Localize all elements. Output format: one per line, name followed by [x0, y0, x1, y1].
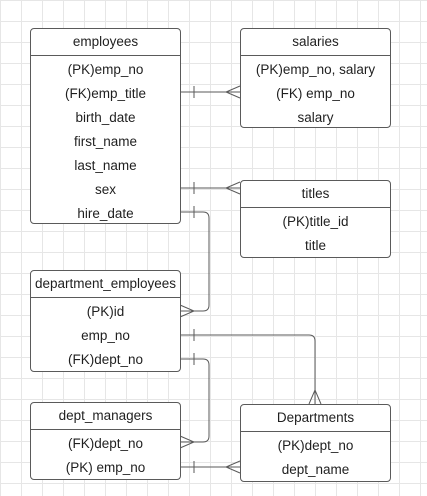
- field-emp-no: (FK) emp_no: [276, 86, 355, 101]
- field-dept-no: (PK)dept_no: [277, 438, 354, 453]
- entity-departments[interactable]: Departments (PK)dept_no dept_name: [240, 404, 391, 482]
- field-dept-no: (FK)dept_no: [67, 352, 144, 367]
- field-dept-no: (FK)dept_no: [67, 436, 144, 451]
- field-title: title: [304, 238, 326, 253]
- field-title-id: (PK)title_id: [282, 214, 349, 229]
- field-birth-date: birth_date: [75, 110, 136, 125]
- field-last-name: last_name: [74, 158, 137, 173]
- field-emp-title: (FK)emp_title: [64, 86, 147, 101]
- field-dept-name: dept_name: [281, 462, 350, 477]
- entity-title: department_employees: [31, 271, 180, 298]
- entity-title: titles: [241, 181, 390, 208]
- entity-title: employees: [31, 29, 180, 56]
- entity-titles[interactable]: titles (PK)title_id title: [240, 180, 391, 258]
- connector-dept-managers-departments[interactable]: [180, 460, 241, 474]
- connector-employees-titles[interactable]: [180, 181, 241, 195]
- entity-dept-managers[interactable]: dept_managers (FK)dept_no (PK) emp_no: [30, 402, 181, 480]
- field-first-name: first_name: [73, 134, 138, 149]
- entity-department-employees[interactable]: department_employees (PK)id emp_no (FK)d…: [30, 270, 181, 372]
- field-emp-no: emp_no: [81, 328, 130, 343]
- field-salary: salary: [297, 110, 334, 125]
- entity-salaries[interactable]: salaries (PK)emp_no, salary (FK) emp_no …: [240, 28, 391, 128]
- field-emp-no: (PK)emp_no: [67, 62, 144, 77]
- entity-title: dept_managers: [31, 403, 180, 430]
- field-id: (PK)id: [86, 304, 125, 319]
- entity-title: Departments: [241, 405, 390, 432]
- field-sex: sex: [94, 182, 116, 197]
- connector-employees-department-employees[interactable]: [179, 206, 210, 318]
- entity-title: salaries: [241, 29, 390, 56]
- entity-employees[interactable]: employees (PK)emp_no (FK)emp_title birth…: [30, 28, 181, 224]
- field-emp-no: (PK) emp_no: [65, 460, 146, 475]
- connector-department-employees-dept-managers[interactable]: [179, 353, 210, 449]
- field-emp-no-salary: (PK)emp_no, salary: [255, 62, 376, 77]
- connector-department-employees-departments[interactable]: [180, 329, 322, 405]
- field-hire-date: hire_date: [77, 206, 134, 221]
- connector-employees-salaries[interactable]: [180, 85, 241, 99]
